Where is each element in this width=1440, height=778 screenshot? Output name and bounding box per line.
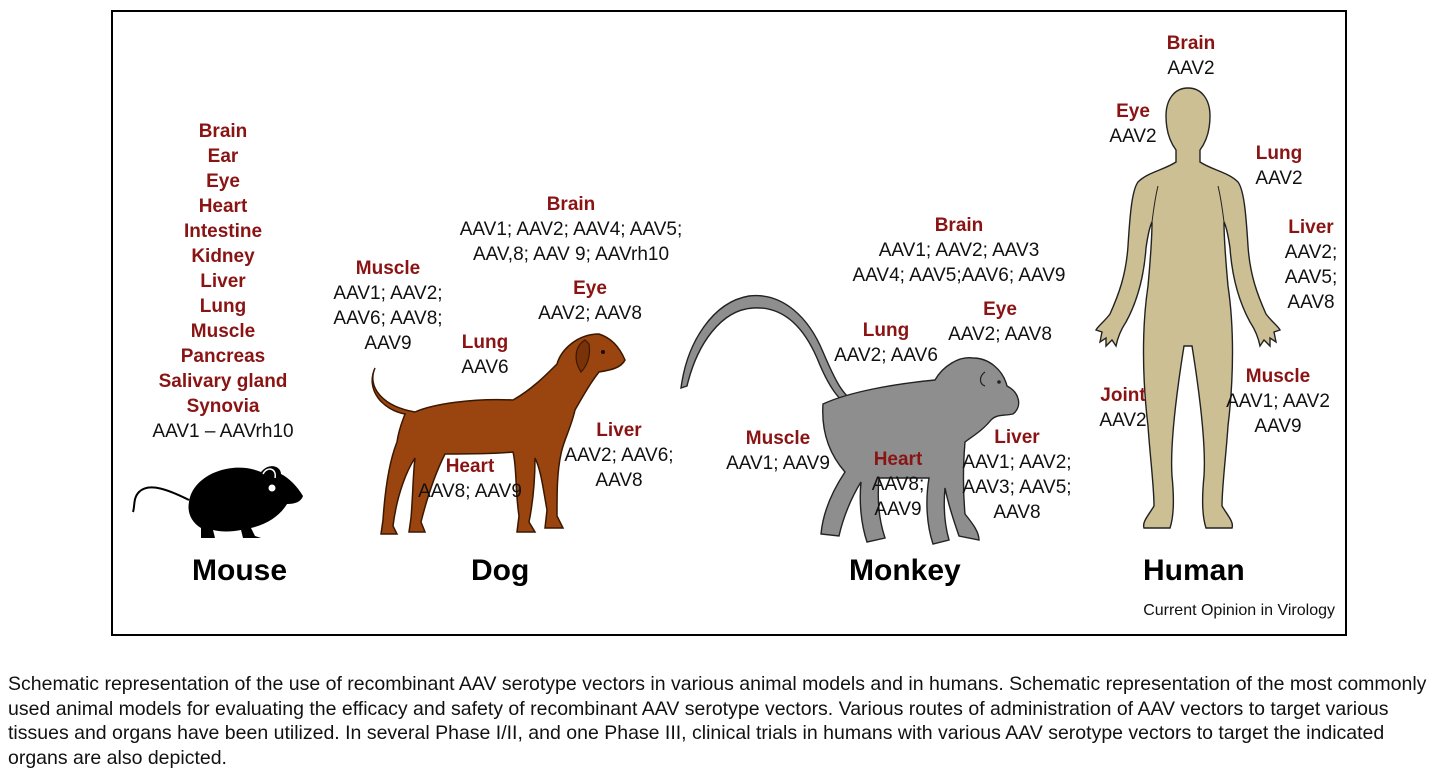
dog-lung-label: Lung AAV6 xyxy=(445,330,525,380)
organ-label: Joint xyxy=(1100,385,1146,406)
serotype-label: AAV,8; AAV 9; AAVrh10 xyxy=(472,244,670,265)
serotype-label: AAV6 xyxy=(461,357,509,378)
serotype-label: AAV1; AAV2; xyxy=(962,452,1072,473)
serotype-label: AAV9 xyxy=(874,499,922,520)
serotype-label: AAV8 xyxy=(595,470,643,491)
organ-label: Ear xyxy=(207,146,239,167)
human-lung-label: Lung AAV2 xyxy=(1239,141,1319,191)
serotype-label: AAV8; xyxy=(871,474,925,495)
organ-label: Muscle xyxy=(355,258,421,279)
monkey-lung-label: Lung AAV2; AAV6 xyxy=(821,318,951,368)
dog-brain-label: Brain AAV1; AAV2; AAV4; AAV5; AAV,8; AAV… xyxy=(443,192,699,267)
dog-eye-label: Eye AAV2; AAV8 xyxy=(525,276,655,326)
mouse-silhouette xyxy=(132,466,303,538)
serotype-label: AAV1; AAV2; AAV3 xyxy=(878,240,1040,261)
human-joint-label: Joint AAV2 xyxy=(1087,383,1159,433)
organ-label: Eye xyxy=(573,278,607,299)
organ-label: Muscle xyxy=(190,321,256,342)
human-liver-label: Liver AAV2; AAV5; AAV8 xyxy=(1271,215,1345,315)
serotype-label: AAV8 xyxy=(1287,292,1335,313)
monkey-liver-label: Liver AAV1; AAV2; AAV3; AAV5; AAV8 xyxy=(951,425,1083,525)
organ-label: Lung xyxy=(862,320,910,341)
animal-name-dog: Dog xyxy=(471,554,530,587)
organ-label: Heart xyxy=(873,449,923,470)
serotype-label: AAV9 xyxy=(364,333,412,354)
organ-label: Liver xyxy=(596,420,642,441)
monkey-muscle-label: Muscle AAV1; AAV9 xyxy=(713,426,843,476)
serotype-label: AAV2 xyxy=(1109,126,1157,147)
monkey-brain-label: Brain AAV1; AAV2; AAV3 AAV4; AAV5;AAV6; … xyxy=(831,213,1087,288)
serotype-label: AAV2; AAV6 xyxy=(834,345,938,366)
organ-label: Lung xyxy=(461,332,509,353)
human-silhouette xyxy=(1095,87,1281,529)
human-brain-label: Brain AAV2 xyxy=(1151,31,1231,81)
serotype-label: AAV2; AAV8 xyxy=(948,324,1052,345)
figure-caption: Schematic representation of the use of r… xyxy=(8,673,1427,769)
serotype-label: AAV2 xyxy=(1167,58,1215,79)
animal-name-mouse: Mouse xyxy=(192,554,288,587)
organ-label: Liver xyxy=(994,427,1040,448)
serotype-label: AAV4; AAV5;AAV6; AAV9 xyxy=(852,265,1066,286)
figure-panel: Brain Ear Eye Heart Intestine Kidney Liv… xyxy=(111,10,1347,636)
organ-label: Muscle xyxy=(1245,366,1311,387)
dog-heart-label: Heart AAV8; AAV9 xyxy=(405,454,535,504)
organ-label: Heart xyxy=(198,196,248,217)
organ-label: Pancreas xyxy=(180,346,266,367)
organ-label: Synovia xyxy=(186,396,260,417)
organ-label: Salivary gland xyxy=(158,371,288,392)
organ-label: Liver xyxy=(1288,217,1334,238)
organ-label: Kidney xyxy=(191,246,255,267)
serotype-label: AAV8; AAV9 xyxy=(418,481,522,502)
organ-label: Brain xyxy=(546,194,596,215)
organ-label: Lung xyxy=(1255,143,1303,164)
organ-label: Eye xyxy=(206,171,240,192)
serotype-label: AAV5; xyxy=(1284,267,1338,288)
serotype-label: AAV1; AAV2; xyxy=(333,283,443,304)
dog-liver-label: Liver AAV2; AAV6; AAV8 xyxy=(549,418,689,493)
serotype-label: AAV2 xyxy=(1255,168,1303,189)
organ-label: Brain xyxy=(198,121,248,142)
mouse-organ-list: Brain Ear Eye Heart Intestine Kidney Liv… xyxy=(133,119,313,444)
serotype-label: AAV1; AAV2 xyxy=(1226,391,1330,412)
monkey-silhouette xyxy=(680,294,1020,545)
dog-silhouette xyxy=(371,333,626,535)
serotype-label: AAV2; xyxy=(1284,242,1338,263)
organ-label: Lung xyxy=(199,296,247,317)
organ-label: Muscle xyxy=(745,428,811,449)
serotype-label: AAV3; AAV5; xyxy=(962,477,1072,498)
serotype-label: AAV1; AAV9 xyxy=(726,453,830,474)
organ-label: Intestine xyxy=(183,221,263,242)
serotype-label: AAV2; AAV6; xyxy=(564,445,674,466)
dog-muscle-label: Muscle AAV1; AAV2; AAV6; AAV8; AAV9 xyxy=(323,256,453,356)
serotype-label: AAV8 xyxy=(993,502,1041,523)
organ-label: Eye xyxy=(1116,101,1150,122)
serotype-label: AAV9 xyxy=(1254,416,1302,437)
serotype-label: AAV2; AAV8 xyxy=(538,303,642,324)
serotype-label: AAV1 – AAVrh10 xyxy=(152,421,294,442)
monkey-heart-label: Heart AAV8; AAV9 xyxy=(863,447,933,522)
organ-label: Brain xyxy=(1166,33,1216,54)
organ-label: Brain xyxy=(934,215,984,236)
serotype-label: AAV6; AAV8; xyxy=(333,308,443,329)
organ-label: Heart xyxy=(445,456,495,477)
organ-label: Liver xyxy=(200,271,246,292)
credit-line: Current Opinion in Virology xyxy=(1143,602,1335,619)
animal-name-monkey: Monkey xyxy=(849,554,961,587)
monkey-eye-label: Eye AAV2; AAV8 xyxy=(935,297,1065,347)
human-muscle-label: Muscle AAV1; AAV2 AAV9 xyxy=(1213,364,1343,439)
serotype-label: AAV2 xyxy=(1099,410,1147,431)
animal-name-human: Human xyxy=(1143,554,1245,587)
organ-label: Eye xyxy=(983,299,1017,320)
serotype-label: AAV1; AAV2; AAV4; AAV5; xyxy=(459,219,683,240)
human-eye-label: Eye AAV2 xyxy=(1093,99,1173,149)
